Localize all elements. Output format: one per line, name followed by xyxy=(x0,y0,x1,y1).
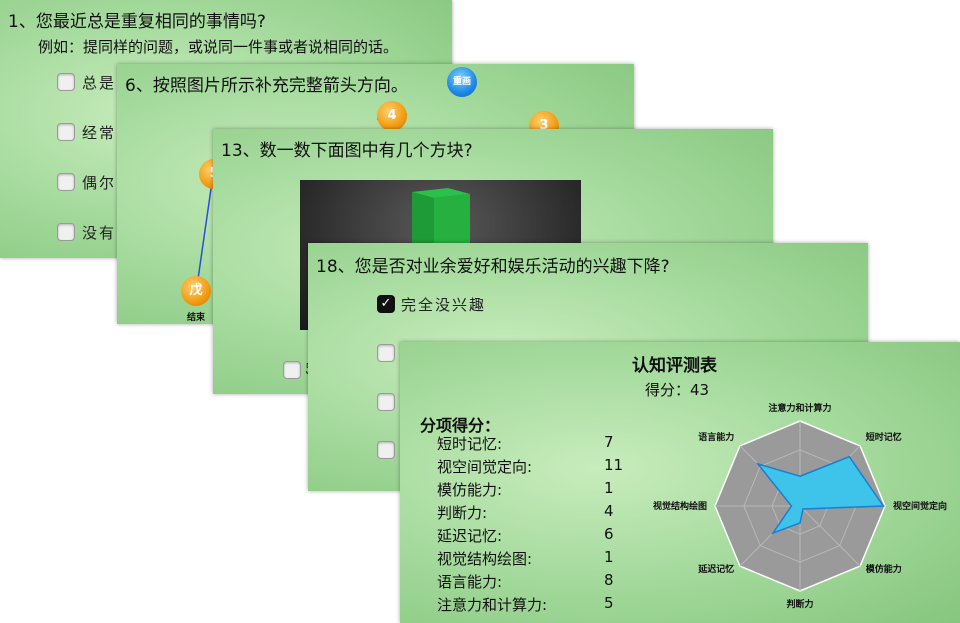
score-value: 7 xyxy=(604,433,614,451)
score-value: 6 xyxy=(604,525,614,543)
radar-axis-label: 延迟记忆 xyxy=(697,563,734,575)
option-checkbox[interactable] xyxy=(377,344,395,362)
score-label: 判断力: xyxy=(437,504,488,522)
option-checkbox[interactable] xyxy=(283,361,301,379)
score-label: 短时记忆: xyxy=(437,435,503,453)
radar-axis-label: 模仿能力 xyxy=(866,563,902,575)
score-value: 4 xyxy=(604,502,614,520)
result-title: 认知评测表 xyxy=(632,356,717,376)
option-label: 经常 xyxy=(82,124,117,142)
sequence-node-end[interactable]: 戊 xyxy=(181,276,211,306)
option-label: 完全没兴趣 xyxy=(401,296,487,314)
score-label: 延迟记忆: xyxy=(437,527,503,545)
score-label: 模仿能力: xyxy=(437,481,503,499)
radar-axis-label: 视觉结构绘图 xyxy=(653,500,707,512)
score-value: 8 xyxy=(604,571,614,589)
assessment-result-card: 认知评测表 得分：43 分项得分： 短时记忆: 7 视空间觉定向: 11 模仿能… xyxy=(400,342,960,623)
score-value: 5 xyxy=(604,594,614,612)
radar-spoke xyxy=(799,505,861,567)
option-checkbox-checked[interactable]: ✓ xyxy=(377,295,395,313)
radar-axis-label: 判断力 xyxy=(786,598,813,610)
option-checkbox[interactable] xyxy=(57,73,75,91)
question-title: 13、数一数下面图中有几个方块? xyxy=(221,141,473,161)
option-label: 总是 xyxy=(82,74,117,92)
sequence-node-4[interactable]: 4 xyxy=(377,101,407,131)
score-label: 注意力和计算力: xyxy=(437,596,548,614)
option-checkbox[interactable] xyxy=(57,223,75,241)
section-heading: 分项得分： xyxy=(420,416,501,435)
radar-data-area xyxy=(755,455,885,535)
option-checkbox[interactable] xyxy=(377,393,395,411)
score-label: 语言能力: xyxy=(437,573,503,591)
question-title: 1、您最近总是重复相同的事情吗? xyxy=(8,12,266,32)
radar-axis-label: 注意力和计算力 xyxy=(768,402,831,414)
option-checkbox[interactable] xyxy=(57,173,75,191)
option-checkbox[interactable] xyxy=(57,123,75,141)
question-title: 18、您是否对业余爱好和娱乐活动的兴趣下降? xyxy=(316,257,670,277)
option-checkbox[interactable] xyxy=(377,441,395,459)
option-label: 偶尔 xyxy=(82,174,117,192)
score-label: 视空间觉定向: xyxy=(437,458,533,476)
score-value: 1 xyxy=(604,479,614,497)
score-value: 11 xyxy=(604,456,624,474)
score-value: 1 xyxy=(604,548,614,566)
question-title: 6、按照图片所示补充完整箭头方向。 xyxy=(125,76,408,96)
radar-axis-label: 语言能力 xyxy=(698,431,734,443)
redraw-button[interactable]: 重画 xyxy=(447,67,477,97)
radar-axis-label: 视空间觉定向 xyxy=(893,500,947,512)
score-label: 视觉结构绘图: xyxy=(437,550,533,568)
option-label: 没有 xyxy=(82,224,117,242)
total-score: 得分：43 xyxy=(645,381,710,399)
question-example: 例如：提同样的问题，或说同一件事或者说相同的话。 xyxy=(38,38,399,56)
end-label: 结束 xyxy=(187,313,206,323)
radar-axis-label: 短时记忆 xyxy=(866,431,902,443)
